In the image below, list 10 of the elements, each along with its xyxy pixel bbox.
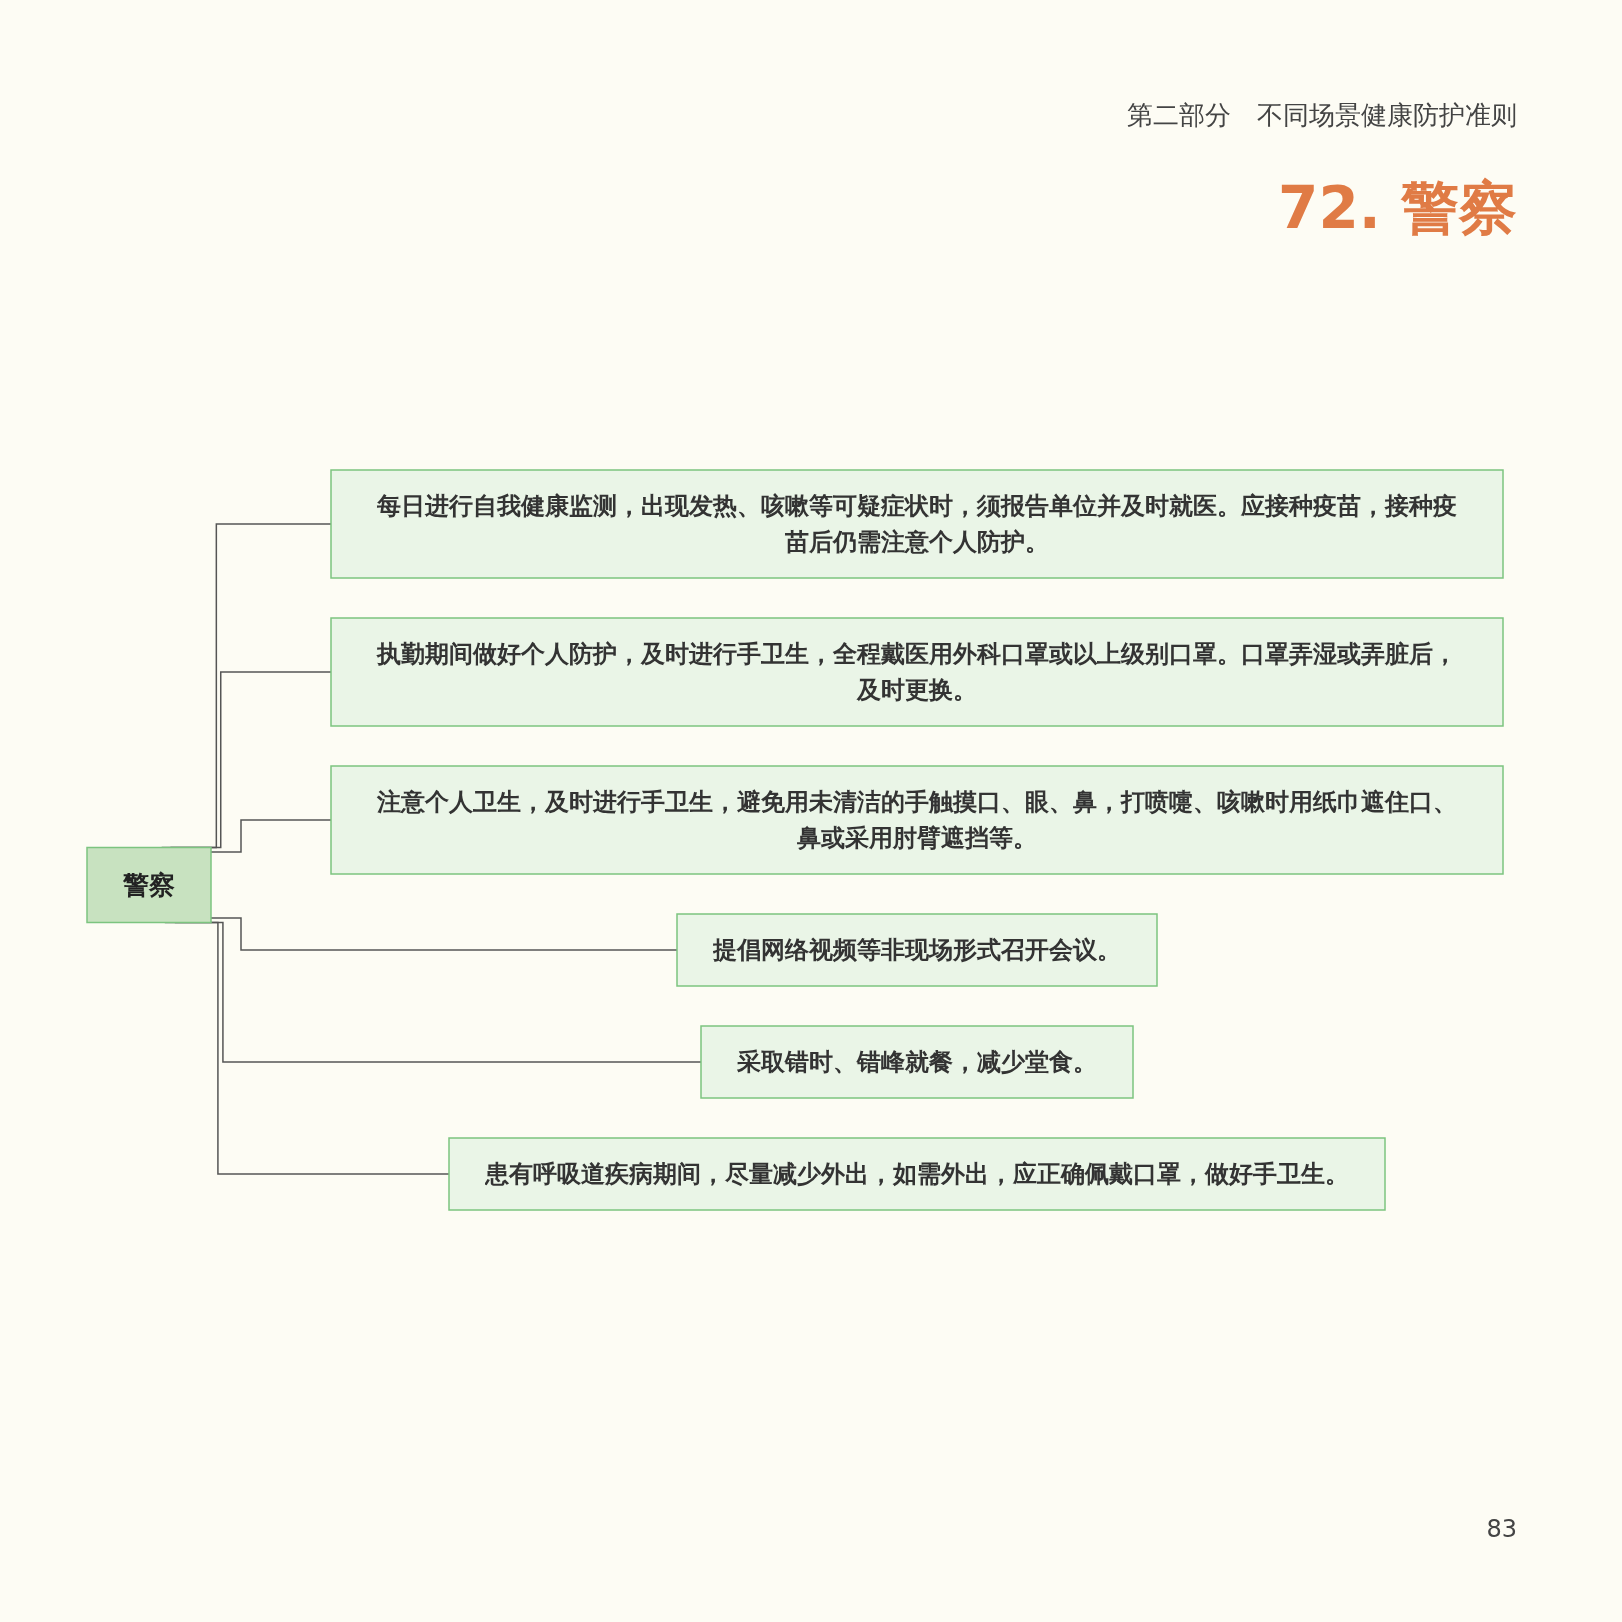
- node-box: 提倡网络视频等非现场形式召开会议。: [676, 913, 1158, 987]
- node-box: 采取错时、错峰就餐，减少堂食。: [700, 1025, 1134, 1099]
- node-box: 执勤期间做好个人防护，及时进行手卫生，全程戴医用外科口罩或以上级别口罩。口罩弄湿或弄脏后，及时更换。: [330, 617, 1504, 727]
- page-title: 72. 警察: [1278, 173, 1517, 244]
- page-number: 83: [1486, 1515, 1517, 1543]
- node-box: 患有呼吸道疾病期间，尽量减少外出，如需外出，应正确佩戴口罩，做好手卫生。: [448, 1137, 1386, 1211]
- section-header: 第二部分 不同场景健康防护准则: [1127, 99, 1517, 132]
- node-box: 警察: [86, 846, 212, 924]
- node-box: 注意个人卫生，及时进行手卫生，避免用未清洁的手触摸口、眼、鼻，打喷嚏、咳嗽时用纸巾遮住口、鼻或采用肘臂遮挡等。: [330, 765, 1504, 875]
- node-box: 每日进行自我健康监测，出现发热、咳嗽等可疑症状时，须报告单位并及时就医。应接种疫苗，接种疫苗后仍需注意个人防护。: [330, 469, 1504, 579]
